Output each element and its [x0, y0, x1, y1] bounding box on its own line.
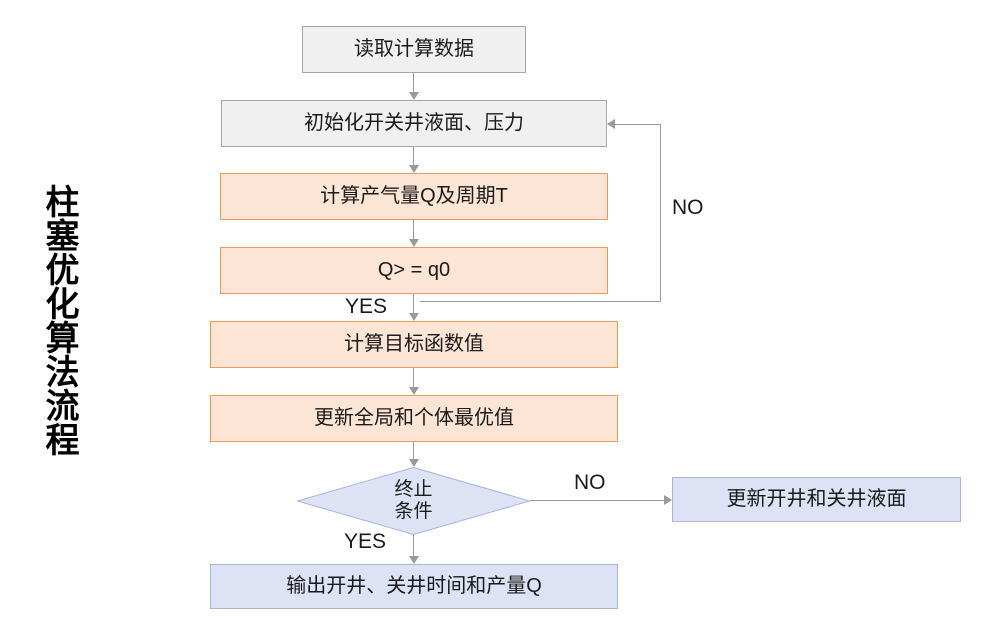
connector-no-loop-bottom [420, 301, 660, 302]
node-calc-objective: 计算目标函数值 [210, 321, 618, 368]
connector-read-to-init [413, 73, 414, 92]
connector-objective-to-best [413, 368, 414, 387]
figure-side-title: 柱塞优化算法流程 [40, 184, 78, 456]
arrowhead-stop-yes-to-output [409, 556, 419, 564]
node-output-result: 输出开井、关井时间和产量Q [210, 564, 618, 609]
connector-stop-yes-to-output [413, 535, 414, 556]
connector-calc-to-check [413, 220, 414, 239]
arrowhead-stop-no-to-update-levels [664, 495, 672, 505]
node-stop-condition: 终止 条件 [297, 467, 530, 535]
node-read-data: 读取计算数据 [302, 26, 526, 73]
arrowhead-init-to-calc [409, 165, 419, 173]
arrowhead-no-loop-to-init [607, 119, 615, 129]
edge-label-no-loop: NO [672, 196, 704, 219]
edge-label-no-stop: NO [574, 471, 606, 494]
arrowhead-calc-to-check [409, 239, 419, 247]
connector-check-yes-to-objective [413, 294, 414, 313]
node-update-best: 更新全局和个体最优值 [210, 395, 618, 442]
arrowhead-check-yes-to-objective [409, 313, 419, 321]
node-output-result-label: 输出开井、关井时间和产量Q [286, 575, 542, 597]
connector-best-to-stop [413, 442, 414, 459]
arrowhead-read-to-init [409, 92, 419, 100]
connector-no-loop-right [660, 124, 661, 302]
arrowhead-objective-to-best [409, 387, 419, 395]
edge-label-yes-check-q: YES [345, 295, 388, 318]
connector-no-loop-top [615, 124, 661, 125]
node-initialize-label: 初始化开关井液面、压力 [304, 112, 524, 134]
node-calc-q-t-label: 计算产气量Q及周期T [320, 185, 508, 207]
connector-init-to-calc [413, 147, 414, 165]
arrowhead-best-to-stop [409, 459, 419, 467]
node-read-data-label: 读取计算数据 [354, 38, 474, 60]
node-calc-objective-label: 计算目标函数值 [344, 333, 484, 355]
node-update-levels-label: 更新开井和关井液面 [726, 488, 907, 510]
node-check-q-label: Q> = q0 [377, 259, 451, 281]
diamond-shape [297, 467, 530, 535]
node-check-q: Q> = q0 [220, 247, 608, 294]
node-update-levels: 更新开井和关井液面 [672, 477, 961, 522]
edge-label-yes-stop: YES [344, 530, 387, 553]
node-initialize: 初始化开关井液面、压力 [221, 100, 607, 147]
node-stop-condition-line2: 条件 [394, 501, 433, 522]
node-stop-condition-line1: 终止 [394, 478, 433, 500]
node-stop-condition-label-group: 终止 条件 [297, 467, 530, 535]
node-calc-q-t: 计算产气量Q及周期T [220, 173, 608, 220]
connector-stop-no-to-update-levels [530, 500, 664, 501]
node-update-best-label: 更新全局和个体最优值 [314, 407, 514, 429]
